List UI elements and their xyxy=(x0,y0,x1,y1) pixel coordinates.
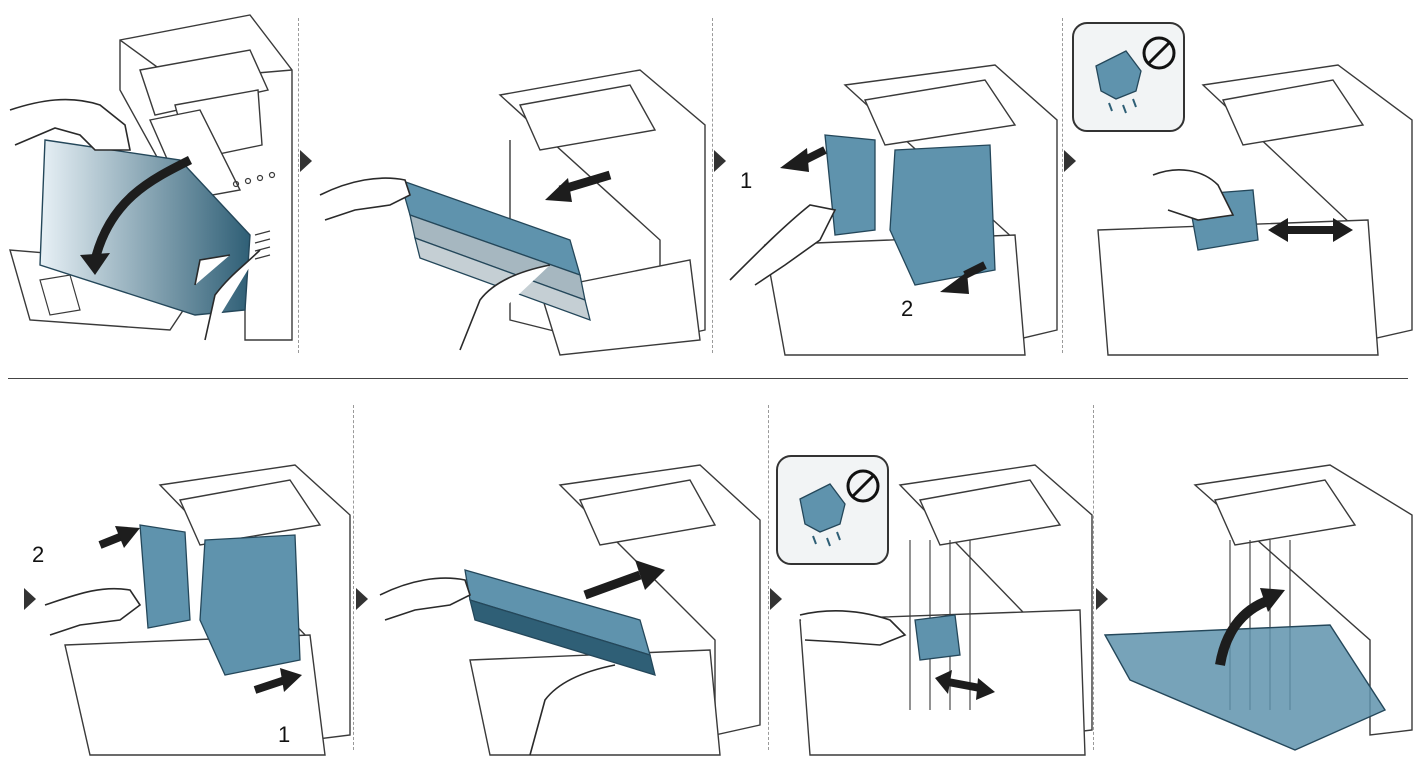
hand-icon xyxy=(799,610,907,646)
no-water-icon xyxy=(1071,21,1186,133)
hand-icon xyxy=(379,577,471,621)
dashed-divider xyxy=(1062,18,1063,353)
next-step-arrow-icon xyxy=(714,150,726,172)
step-close-front-cover xyxy=(1100,410,1414,765)
next-step-arrow-icon xyxy=(1064,150,1076,172)
next-step-arrow-icon xyxy=(770,588,782,610)
printer-illustration: 2 1 xyxy=(32,464,351,756)
push-up-arrow-icon xyxy=(115,526,140,548)
next-step-arrow-icon xyxy=(1096,588,1108,610)
printer-illustration xyxy=(1103,464,1413,751)
pull-left-arrow-icon xyxy=(780,148,809,172)
push-arrow-icon xyxy=(635,560,665,590)
step-number-label: 2 xyxy=(901,296,913,321)
pull-down-arrow-icon xyxy=(940,272,969,294)
no-water-icon xyxy=(775,454,890,566)
dashed-divider xyxy=(298,18,299,353)
step-open-front-cover xyxy=(0,10,295,360)
front-cover xyxy=(1103,624,1387,751)
row-separator xyxy=(8,378,1408,379)
step-remove-cartridges: 1 2 xyxy=(725,10,1060,365)
step-number-label: 1 xyxy=(740,168,752,193)
pull-arrow-icon xyxy=(545,178,572,202)
curved-down-arrow-icon xyxy=(90,155,193,262)
hand-icon xyxy=(1152,169,1235,221)
step-reinsert-cartridges: 2 1 xyxy=(32,410,351,765)
next-step-arrow-icon xyxy=(24,588,36,610)
dashed-divider xyxy=(768,405,769,750)
hand-icon xyxy=(44,587,142,636)
printer-illustration xyxy=(799,464,1093,756)
push-in-arrow-icon xyxy=(280,668,302,692)
dashed-divider xyxy=(712,18,713,353)
hand-icon xyxy=(729,204,837,286)
hand-icon xyxy=(529,664,616,756)
printer-illustration xyxy=(319,69,706,356)
printer-illustration xyxy=(379,464,761,756)
wipe-arrow-icon xyxy=(947,678,981,692)
printer-illustration xyxy=(9,14,293,341)
next-step-arrow-icon xyxy=(300,150,312,172)
hand-icon xyxy=(9,98,131,151)
dashed-divider xyxy=(1093,405,1094,750)
hand-icon xyxy=(194,249,261,341)
step-number-label: 1 xyxy=(278,722,290,747)
step-wipe-front-cover xyxy=(780,410,1093,765)
step-pull-toner-tray xyxy=(310,10,710,365)
step-push-toner-tray xyxy=(370,410,765,765)
cloth-icon xyxy=(914,614,961,661)
printer-illustration xyxy=(1097,64,1413,356)
hand-icon xyxy=(459,264,551,351)
step-number-label: 2 xyxy=(32,542,44,567)
hand-icon xyxy=(319,177,411,221)
next-step-arrow-icon xyxy=(356,588,368,610)
printer-illustration: 1 2 xyxy=(729,64,1058,356)
step-wipe-inside xyxy=(1068,10,1414,365)
curved-up-arrow-icon xyxy=(1215,595,1272,666)
dashed-divider xyxy=(353,405,354,750)
